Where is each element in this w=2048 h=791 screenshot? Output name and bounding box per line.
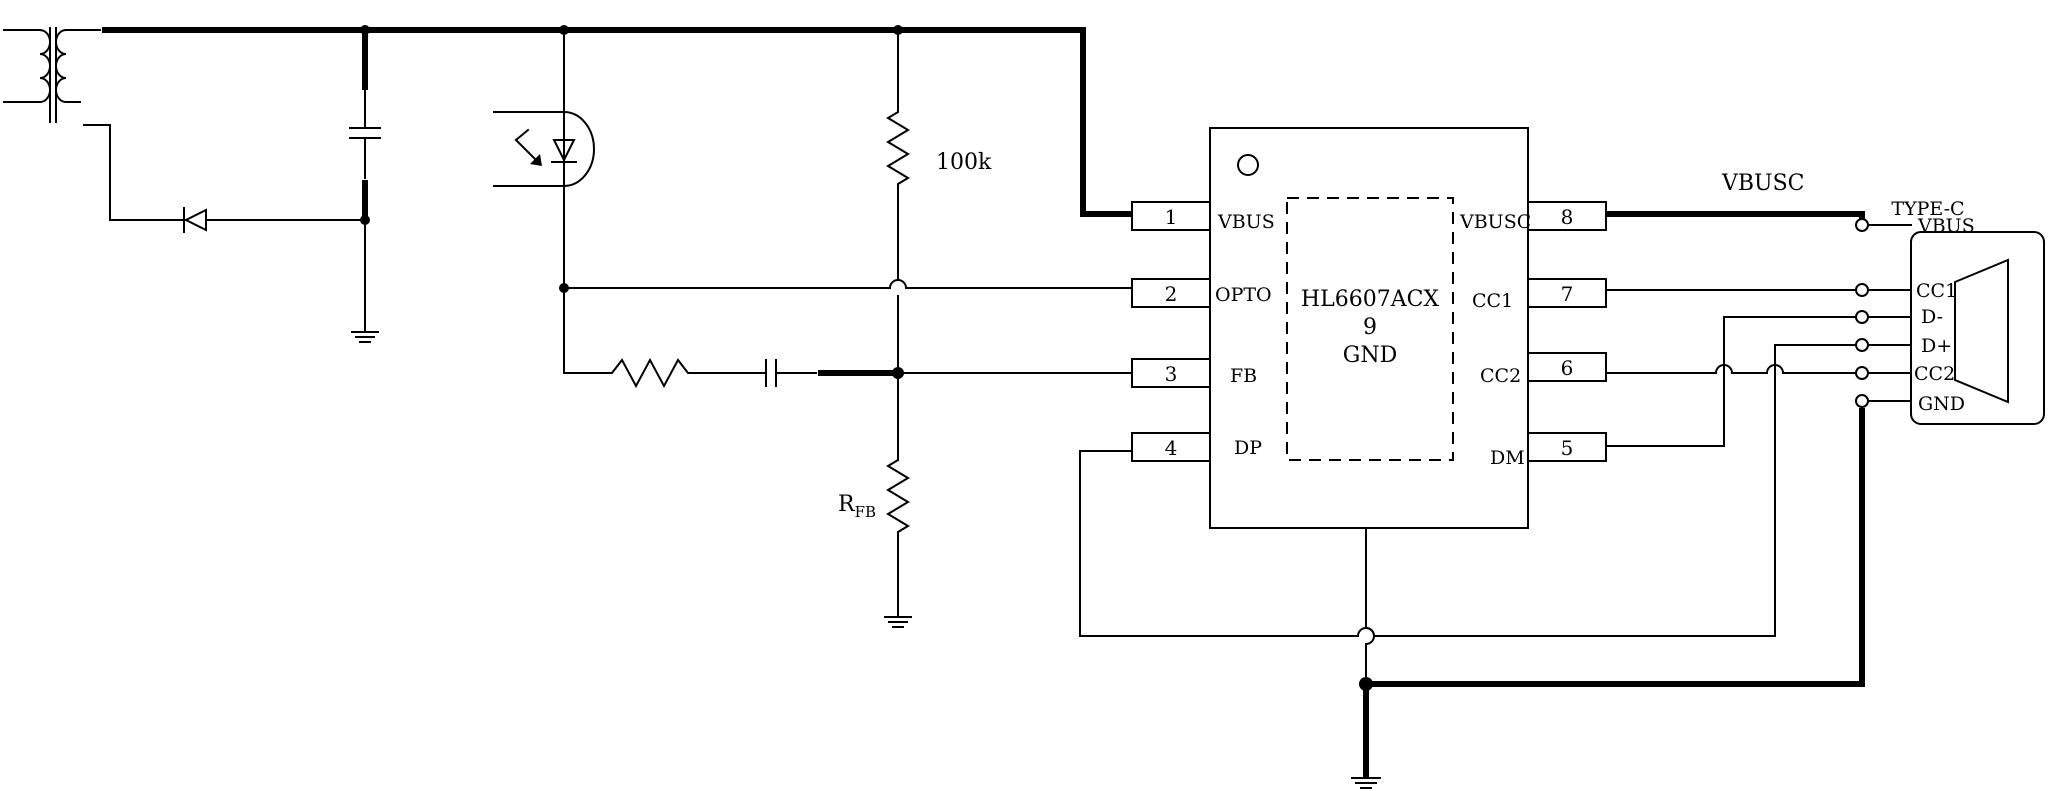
ground-symbol [351,331,379,343]
pin-name-dm: DM [1490,447,1525,469]
junction-dot [360,25,370,35]
pin-box-3 [1131,358,1211,388]
pin-name-vbus: VBUS [1217,211,1275,233]
comp-capacitor [765,359,777,387]
output-capacitor [349,89,381,220]
ground-symbol [884,616,912,628]
connector-label-cc1: CC1 [1916,280,1957,302]
ic-body [1209,127,1529,529]
connector-label-dplus: D+ [1921,335,1952,357]
dp-wire [1079,344,1857,637]
label-vbusc: VBUSC [1721,171,1805,196]
ic-part-number: HL6607ACX [1301,287,1440,312]
pin-number-7: 7 [1561,282,1574,306]
ground-symbol [1351,777,1381,789]
pin-number-3: 3 [1165,362,1178,386]
transformer [3,27,101,123]
resistor-rfb [886,458,910,616]
pin-box-2 [1131,278,1211,308]
aux-wire [83,124,181,221]
label-100k: 100k [936,150,992,175]
connector-label-cc2: CC2 [1914,363,1955,385]
connector-body [1910,231,2045,425]
vbusc-wire [1606,211,1865,225]
pin-box-6 [1527,352,1607,382]
dm-wire [1605,316,1857,447]
pin-number-4: 4 [1165,436,1178,460]
vbus-rail [102,27,1132,217]
connector-pin-dplus [1855,338,1869,352]
cc2-wire [1605,364,1857,374]
pin-number-1: 1 [1165,205,1178,229]
label-rfb: RFB [838,492,876,521]
opto-wire [563,279,1133,289]
connector-label-vbus: VBUS [1917,215,1975,237]
pin-number-8: 8 [1561,205,1574,229]
pin-number-5: 5 [1561,436,1574,460]
exposed-pad-outline [1286,197,1454,461]
ic-pad-number: 9 [1363,315,1377,340]
pin-number-6: 6 [1561,356,1574,380]
pad-ground-wire [1365,527,1375,685]
pin-box-7 [1527,278,1607,308]
connector-pin-dminus [1855,310,1869,324]
pin-box-1 [1131,201,1211,231]
type-c-connector: TYPE-C VBUS CC1 D- D+ CC2 GND [1855,198,2045,425]
pin-box-4 [1131,432,1211,462]
optocoupler [493,110,595,188]
diode [179,207,366,233]
pin-name-vbusc: VBUSC [1459,211,1531,233]
connector-label-gnd: GND [1918,393,1965,415]
ic-hl6607acx: HL6607ACX 9 GND 1 2 3 4 5 6 7 8 VBUS OPT… [1131,127,1607,529]
ic-pad-name: GND [1343,343,1397,368]
pin-number-2: 2 [1165,282,1178,306]
pin1-marker [1237,154,1259,176]
connector-label-dminus: D- [1921,306,1943,328]
resistor-100k [886,29,910,281]
pin-name-opto: OPTO [1215,284,1272,306]
connector-plug-shape [1954,258,2009,404]
connector-title: TYPE-C [1891,198,1964,220]
connector-pin-cc1 [1855,283,1869,297]
gnd-return-wire [1366,408,1865,687]
pin-name-cc2: CC2 [1480,365,1521,387]
pin-name-dp: DP [1234,437,1262,459]
pin-name-cc1: CC1 [1472,290,1513,312]
connector-pin-vbus [1855,218,1869,232]
connector-pin-gnd [1855,394,1869,408]
pin-name-fb: FB [1230,365,1257,387]
connector-pin-cc2 [1855,366,1869,380]
